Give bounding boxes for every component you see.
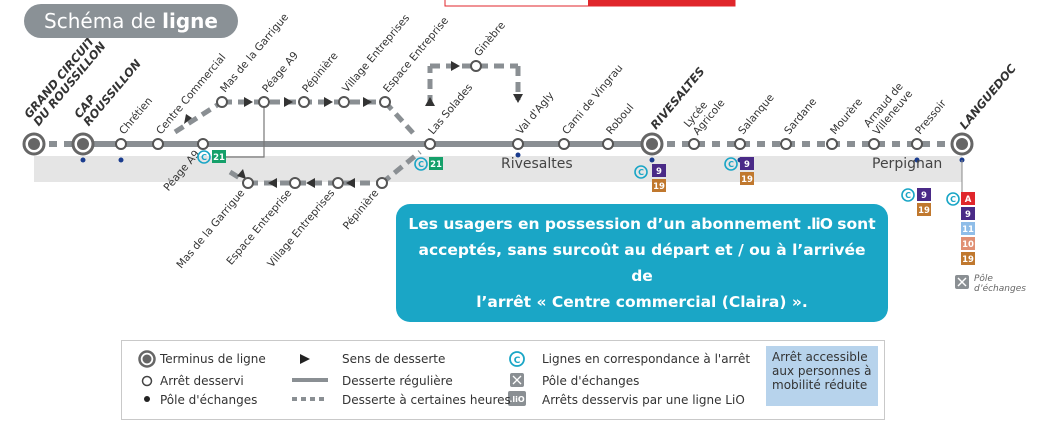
stop-label-low-pepiniere: Pépinière: [341, 187, 381, 232]
badge-21-solades: [429, 157, 443, 170]
stop-label-arnaud: Arnaud de Villeneuve: [862, 78, 917, 137]
legend-pole-point: Pôle d'échanges: [160, 393, 258, 407]
svg-text:C: C: [905, 191, 911, 200]
svg-text:A: A: [965, 195, 972, 205]
city-label-rivesaltes: Rivesaltes: [501, 156, 573, 172]
note-line2: acceptés, sans surcoût au départ et / ou…: [418, 241, 866, 285]
badge-9-salanque: [740, 157, 754, 170]
lio-logo: .liO: [806, 215, 833, 233]
title-bold: ligne: [162, 9, 218, 33]
svg-text:.liO: .liO: [509, 395, 525, 404]
svg-text:C: C: [638, 168, 644, 177]
legend-symbols: C .liO: [138, 350, 526, 406]
svg-text:C: C: [418, 160, 424, 169]
upper-stops: [216, 60, 482, 108]
svg-text:19: 19: [653, 182, 665, 192]
badge-19-languedoc: [961, 252, 975, 265]
svg-text:9: 9: [656, 167, 662, 177]
note-line1-b: sont: [831, 215, 876, 233]
badge-19-pressoir: [917, 203, 931, 216]
stop-label-lycee-agricole: Lycée Agricole: [682, 89, 728, 137]
legend-arret: Arrêt desservi: [160, 374, 244, 388]
badge-a-languedoc: [961, 192, 975, 205]
badge-11-languedoc: [961, 222, 975, 235]
badge-19-salanque: [740, 172, 754, 185]
svg-text:9: 9: [965, 210, 971, 220]
svg-text:C: C: [728, 160, 734, 169]
svg-text:9: 9: [744, 160, 750, 170]
pole-label-l2: d’échanges: [974, 284, 1026, 294]
legend-sens: Sens de desserte: [342, 352, 446, 366]
badge-9-rivesaltes: [652, 164, 666, 177]
stop-label-chretien: Chrétien: [117, 95, 155, 137]
upper-arrows: [184, 61, 523, 124]
legend-reguliere: Desserte régulière: [342, 374, 453, 388]
legend-lio: Arrêts desservis par une ligne LiO: [542, 393, 745, 407]
svg-text:11: 11: [962, 225, 974, 235]
svg-text:19: 19: [962, 255, 974, 265]
city-label-perpignan: Perpignan: [872, 156, 942, 172]
line-badges: 21 21 9 19 9 19 9 19 A 9 11 10 19: [212, 150, 975, 265]
correspondence-icons: [197, 150, 960, 206]
correspondence-letters: C C C C C C: [201, 153, 956, 204]
svg-text:21: 21: [430, 160, 442, 170]
legend: Terminus de ligne Arrêt desservi Pôle d'…: [121, 340, 885, 420]
svg-text:10: 10: [962, 240, 974, 250]
stop-label-up-village-entreprises: Village Entreprises: [340, 12, 412, 95]
svg-text:C: C: [201, 153, 207, 162]
svg-text:21: 21: [213, 153, 225, 163]
svg-text:19: 19: [918, 206, 930, 216]
top-box-fill: [588, 0, 735, 6]
page-title: Schéma de ligne: [24, 4, 238, 38]
peage-connector: [226, 102, 265, 158]
badge-9-pressoir: [917, 188, 931, 201]
svg-text:C: C: [950, 195, 956, 204]
svg-text:C: C: [514, 356, 521, 366]
lower-stops: [242, 177, 388, 189]
note-line3: l’arrêt « Centre commercial (Claira) ».: [476, 293, 808, 311]
stop-label-roboul: Roboul: [604, 102, 636, 137]
badge-9-languedoc: [961, 207, 975, 220]
stop-label-sardane: Sardane: [782, 96, 819, 137]
title-light: Schéma de: [44, 9, 163, 33]
legend-pole-icon: Pôle d'échanges: [542, 374, 640, 388]
badge-21-peage: [212, 150, 226, 163]
lio-note: Les usagers en possession d’un abonnemen…: [396, 204, 888, 322]
stop-label-pressoir: Pressoir: [913, 97, 949, 137]
stop-label-up-peage-a9: Péage A9: [260, 50, 301, 95]
stop-label-up-pepiniere: Pépinière: [300, 50, 340, 95]
badge-19-rivesaltes: [652, 179, 666, 192]
pole-echanges-glyph: [957, 277, 967, 287]
stop-label-mourere: Mourère: [828, 96, 865, 137]
stop-label-up-las-solades: Las Solades: [426, 82, 475, 137]
main-stops: [115, 138, 923, 150]
terminus-circles: [22, 132, 974, 156]
legend-terminus: Terminus de ligne: [160, 352, 266, 366]
note-line1-a: Les usagers en possession d’un abonnemen…: [408, 215, 807, 233]
terminus-languedoc: LANGUEDOC: [957, 61, 1020, 132]
lower-arrows: [237, 169, 355, 188]
legend-accessible: Arrêt accessible aux personnes à mobilit…: [766, 346, 878, 406]
stop-label-up-ginebre: Ginèbre: [472, 20, 508, 59]
svg-text:19: 19: [741, 175, 753, 185]
stop-label-salanque: Salanque: [736, 92, 777, 137]
pole-label-l1: Pôle: [974, 274, 993, 284]
svg-text:9: 9: [921, 191, 927, 201]
legend-correspondance: Lignes en correspondance à l'arrêt: [542, 352, 751, 366]
badge-10-languedoc: [961, 237, 975, 250]
legend-certaines: Desserte à certaines heures: [342, 393, 511, 407]
line-band: [34, 156, 962, 182]
upper-stop-labels: Mas de la Garrigue Péage A9 Pépinière Vi…: [218, 11, 556, 137]
